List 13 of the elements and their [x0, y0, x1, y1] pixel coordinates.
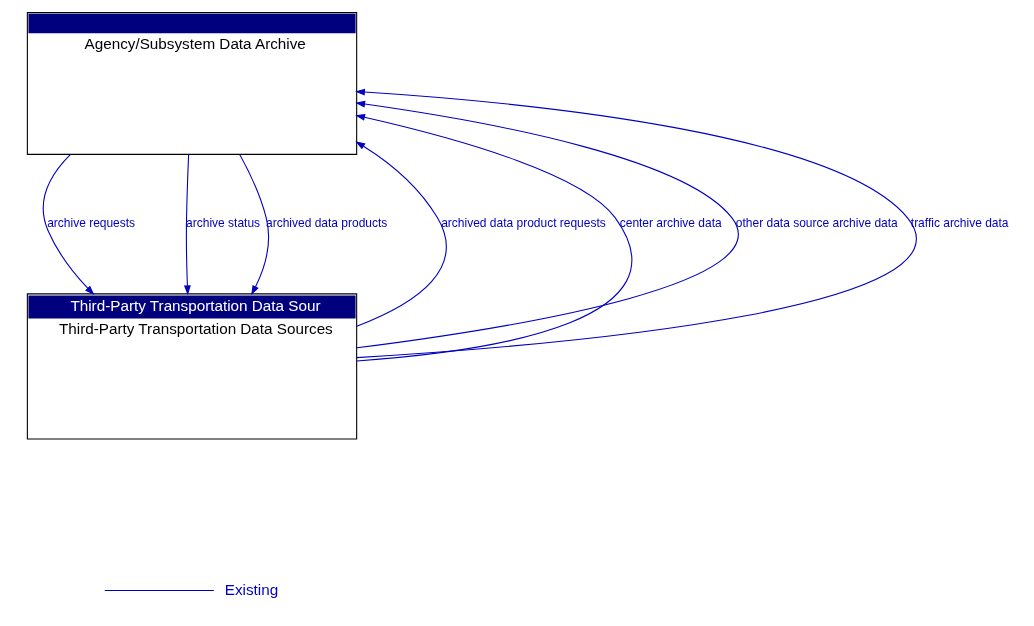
- edge-label: center archive data: [619, 216, 722, 231]
- edge-label: traffic archive data: [910, 216, 1009, 231]
- edge-label: archived data product requests: [440, 216, 606, 231]
- arrow: [354, 88, 917, 359]
- arrow: [354, 100, 739, 349]
- arrow: [354, 114, 632, 362]
- arrow: [238, 154, 269, 296]
- edge-label: archive requests: [46, 216, 135, 231]
- arrow: [183, 154, 191, 296]
- legend-label: Existing: [224, 580, 278, 598]
- arrow: [42, 153, 94, 296]
- edge-label: other data source archive data: [735, 216, 898, 231]
- arrow: [354, 141, 447, 327]
